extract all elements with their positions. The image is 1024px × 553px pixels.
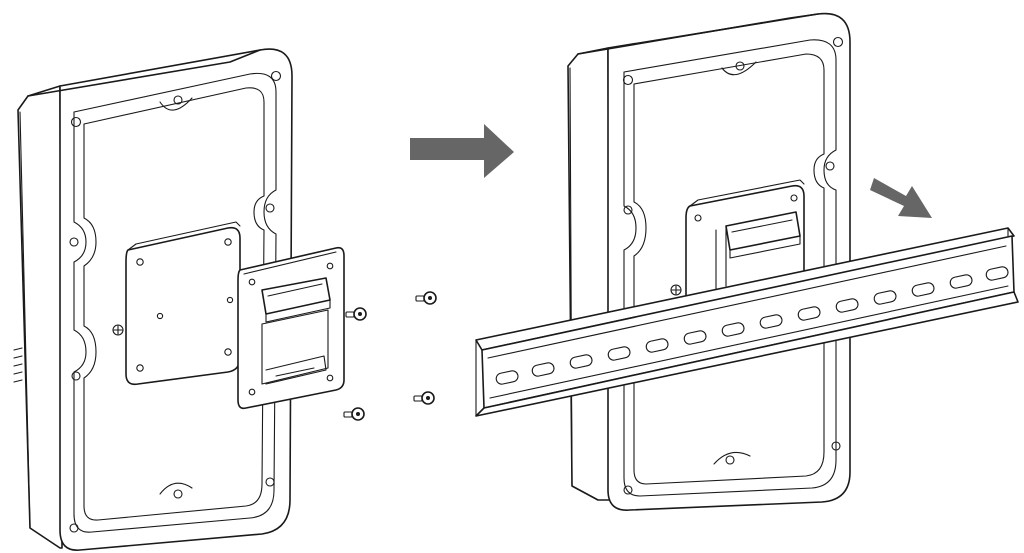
din-clip-bracket (237, 246, 345, 410)
screw-icon (415, 291, 437, 305)
transition-arrow-icon (410, 124, 514, 178)
screw-icon (343, 407, 365, 421)
enclosure-left (13, 48, 293, 551)
mounting-screws (343, 291, 437, 421)
rail-direction-arrow-icon (870, 178, 932, 218)
enclosure-right (567, 12, 851, 511)
din-rail (475, 227, 1019, 417)
screw-icon (345, 307, 367, 321)
screw-icon (413, 391, 435, 405)
